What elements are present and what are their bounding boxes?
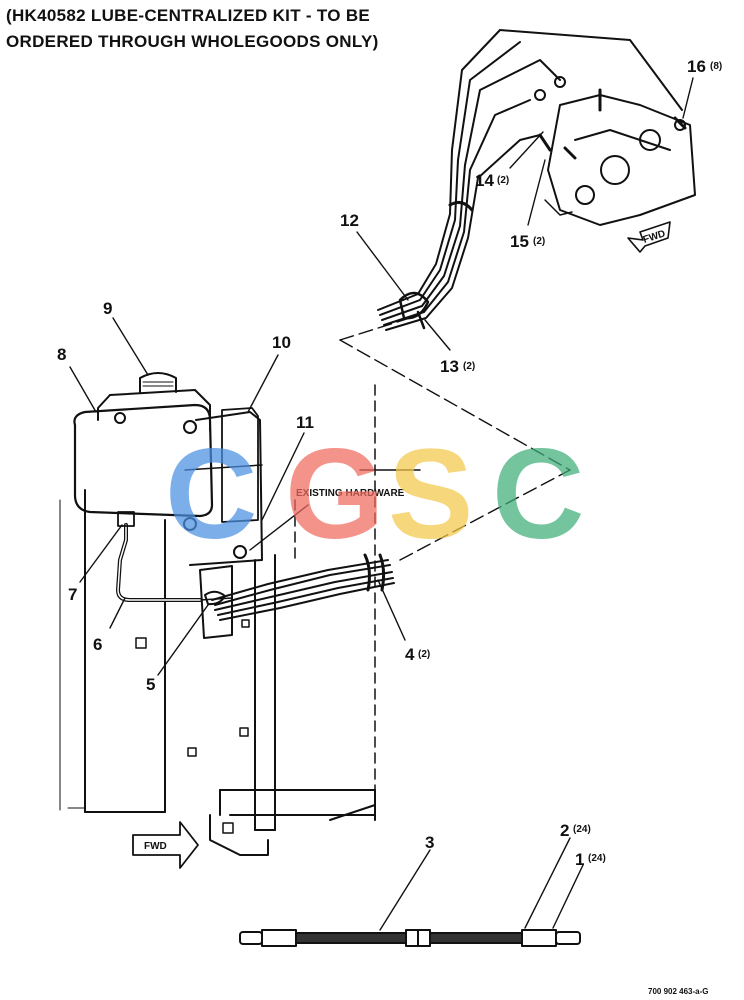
callout-10-number: 10 bbox=[272, 333, 291, 352]
diagram-title-line-2: ORDERED THROUGH WHOLEGOODS ONLY) bbox=[6, 32, 379, 51]
axle-casting bbox=[534, 76, 696, 226]
existing-hardware-label: EXISTING HARDWARE bbox=[296, 488, 405, 499]
vehicle-frame bbox=[59, 384, 421, 856]
watermark-letter-s: S bbox=[388, 423, 473, 566]
callout-11-number: 11 bbox=[296, 413, 314, 432]
callout-14-qty: (2) bbox=[497, 175, 509, 186]
callout-1-number: 1 bbox=[575, 850, 584, 869]
callout-8-number: 8 bbox=[57, 345, 66, 364]
callout-15-qty: (2) bbox=[533, 236, 545, 247]
watermark-letter-c1: C bbox=[165, 423, 257, 566]
lower-hose-bundle bbox=[204, 553, 395, 621]
callout-3-number: 3 bbox=[425, 833, 434, 852]
upper-hose-bundle bbox=[377, 29, 683, 331]
callout-4-qty: (2) bbox=[418, 649, 430, 660]
hose-assembly-left bbox=[239, 929, 419, 947]
watermark-letter-g: G bbox=[285, 423, 385, 566]
callout-1-qty: (24) bbox=[588, 853, 606, 864]
callout-9-number: 9 bbox=[103, 299, 112, 318]
callout-2-number: 2 bbox=[560, 821, 569, 840]
diagram-title-line-1: (HK40582 LUBE-CENTRALIZED KIT - TO BE bbox=[6, 6, 371, 25]
callout-7-number: 7 bbox=[68, 585, 77, 604]
callout-6-number: 6 bbox=[93, 635, 102, 654]
fwd-arrow-lower bbox=[132, 821, 199, 869]
leader-lines bbox=[69, 77, 694, 931]
callout-13-number: 13 bbox=[440, 357, 459, 376]
callout-14-number: 14 bbox=[475, 171, 494, 190]
callout-15-number: 15 bbox=[510, 232, 529, 251]
callout-12-number: 12 bbox=[340, 211, 359, 230]
watermark-letter-c2: C bbox=[492, 423, 584, 566]
pump-assembly bbox=[73, 372, 263, 639]
callout-16-number: 16 bbox=[687, 57, 706, 76]
cgsc-watermark: C G S C bbox=[165, 423, 584, 566]
callout-labels: 1 (24) 2 (24) 3 4 (2) 5 6 7 8 9 10 11 12… bbox=[57, 57, 722, 996]
figure-code: 700 902 463-a-G bbox=[648, 987, 709, 996]
fwd-arrow-upper bbox=[627, 221, 671, 253]
hose-assembly-right bbox=[417, 929, 581, 947]
callout-16-qty: (8) bbox=[710, 61, 722, 72]
fwd-label-lower: FWD bbox=[144, 841, 167, 852]
callout-13-qty: (2) bbox=[463, 361, 475, 372]
supply-tube bbox=[116, 511, 202, 602]
callout-4-number: 4 bbox=[405, 645, 415, 664]
callout-2-qty: (24) bbox=[573, 824, 591, 835]
callout-5-number: 5 bbox=[146, 675, 155, 694]
